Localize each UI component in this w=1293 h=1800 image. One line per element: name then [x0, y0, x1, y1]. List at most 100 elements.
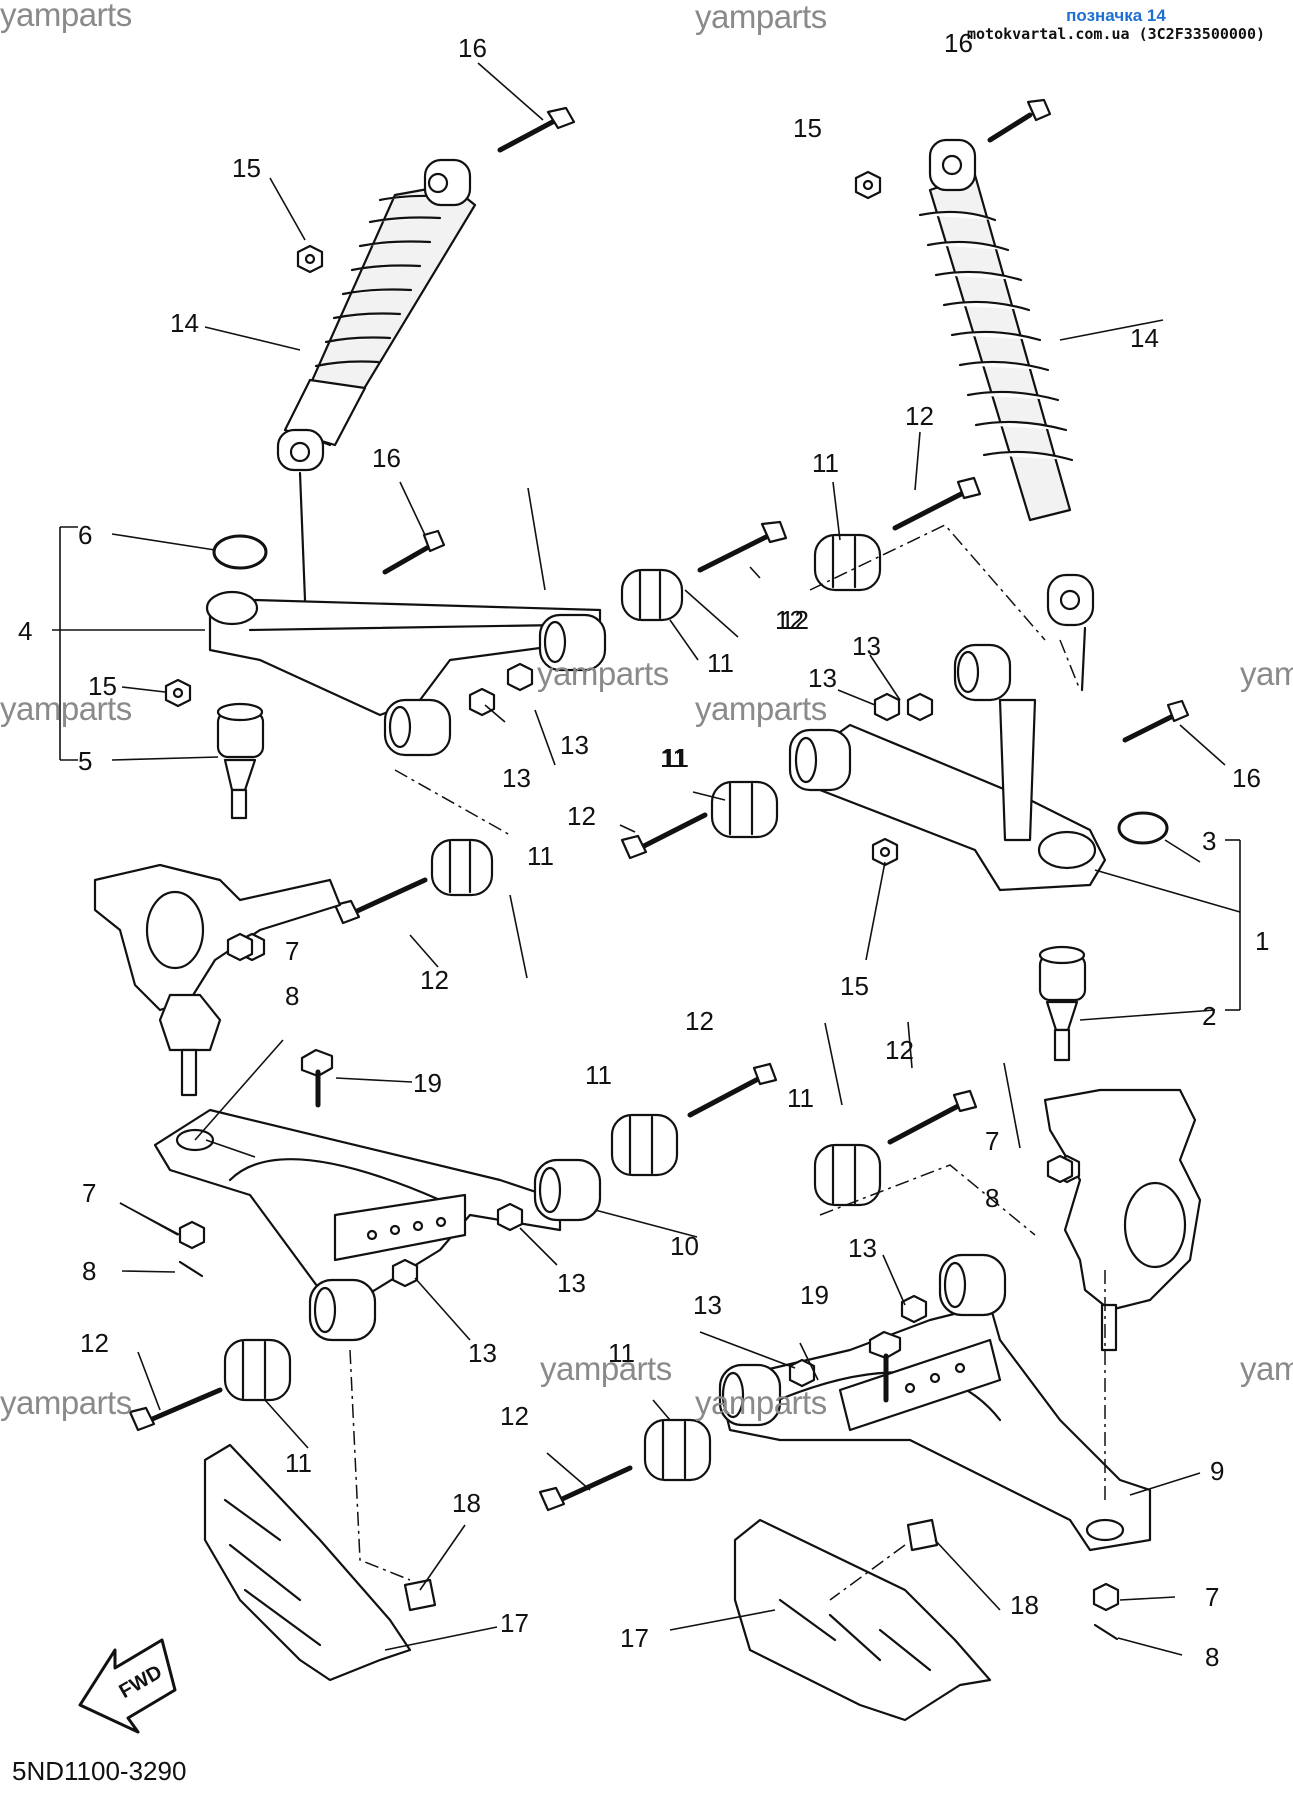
callout-12-lower-right-b: 12	[500, 1401, 529, 1431]
callout-8-left-knuckle: 8	[285, 981, 300, 1011]
callout-11-right-c: 11	[662, 743, 689, 773]
source-badge: позначка 14 motokvartal.com.ua (3C2F3350…	[967, 6, 1265, 43]
callout-15-right: 15	[840, 971, 869, 1001]
callout-11-lower-mid-left: 11	[527, 841, 554, 871]
nut-15-right	[871, 837, 899, 867]
callout-10: 10	[670, 1231, 699, 1261]
bushing-11-upper-right-a	[813, 533, 882, 592]
callout-18-left: 18	[452, 1488, 481, 1518]
bolt-12-lower-right-a	[887, 1089, 978, 1145]
lower-arm-right	[718, 1253, 1152, 1552]
nut-15-left	[164, 678, 192, 708]
bolt-19-left	[300, 1048, 334, 1108]
nut-15-top-left	[296, 244, 324, 274]
bolt-12-lower-right-b	[538, 1465, 633, 1512]
callout-18-right: 18	[1010, 1590, 1039, 1620]
nut-7-left-knuckle	[226, 932, 254, 962]
callout-4: 4	[18, 616, 33, 646]
callout-11-lower-left: 11	[285, 1448, 312, 1478]
callout-7-left-knuckle: 7	[285, 936, 300, 966]
bushing-11-lower-right-b	[643, 1418, 712, 1482]
bolt-12-upper-left-a	[697, 520, 788, 573]
nut-13-upper-right-a	[873, 692, 901, 722]
bushing-11-upper-left-b	[430, 838, 494, 897]
nut-7-right-knuckle	[1046, 1154, 1074, 1184]
callout-11-mid-right: 11	[660, 743, 687, 773]
circlip-3	[1117, 811, 1169, 845]
bolt-12-lower-left-a	[687, 1062, 778, 1118]
callout-19-left: 19	[413, 1068, 442, 1098]
upper-arm-left	[205, 590, 607, 757]
diagram-code: 5ND1100-3290	[12, 1756, 187, 1786]
callout-13-upper-left-b: 13	[502, 763, 531, 793]
callout-16-mid-right: 16	[1232, 763, 1261, 793]
watermark-lower-center-2: yamparts	[695, 1384, 827, 1421]
callout-14-right: 14	[1130, 323, 1159, 353]
bolt-12-lower-left-b	[128, 1387, 223, 1432]
callout-5: 5	[78, 746, 93, 776]
callout-15-top-right: 15	[793, 113, 822, 143]
callout-13-lower-center: 13	[557, 1268, 586, 1298]
upper-arm-right	[788, 643, 1107, 892]
ball-joint-2-right	[1038, 945, 1087, 1062]
callout-11-upper-left: 11	[707, 648, 734, 678]
callout-12-lower-right: 12	[885, 1035, 914, 1065]
callout-15-top-left: 15	[232, 153, 261, 183]
bolt-16-top-left	[497, 106, 576, 153]
nut-13-lower-left-b	[391, 1258, 419, 1288]
callout-15-left: 15	[88, 671, 117, 701]
callout-7-lower-left: 7	[82, 1178, 97, 1208]
bushing-11-lower-right-a	[813, 1143, 882, 1207]
nut-7-lower-right	[1092, 1582, 1120, 1612]
watermark-mid-left: yamparts	[0, 690, 132, 727]
callout-12-upper-right: 12	[905, 401, 934, 431]
callout-12-lower-center: 12	[685, 1006, 714, 1036]
callout-12-mid-right: 12	[780, 605, 809, 635]
steering-knuckle-right	[1043, 1088, 1202, 1352]
bolt-12-upper-right-b	[620, 812, 708, 860]
nut-13-upper-left-a	[468, 687, 496, 717]
bolt-19-right	[868, 1330, 902, 1403]
callout-13-upper-left-a: 13	[560, 730, 589, 760]
circlip-6	[212, 534, 268, 570]
callout-11-lower-right: 11	[787, 1083, 814, 1113]
watermark-mid-right: yamparts	[695, 690, 827, 727]
callout-12-right-c: 12	[567, 801, 596, 831]
callout-8-lower-right: 8	[1205, 1642, 1220, 1672]
alignment-lines	[349, 524, 1106, 1601]
arm-guard-17-right	[733, 1518, 992, 1722]
callout-17-left: 17	[500, 1608, 529, 1638]
callout-16-top-right: 16	[944, 28, 973, 58]
callout-12-lower-mid-left: 12	[420, 965, 449, 995]
callout-16-top-left: 16	[458, 33, 487, 63]
watermark-lower-left: yamparts	[0, 1384, 132, 1421]
callout-17-right: 17	[620, 1623, 649, 1653]
nut-13-lower-left-a	[496, 1202, 524, 1232]
callout-7-right-knuckle: 7	[985, 1126, 1000, 1156]
bolt-12-upper-right-a	[892, 476, 982, 531]
callout-13-lower-left: 13	[468, 1338, 497, 1368]
callout-11-upper-right: 11	[812, 448, 839, 478]
badge-title: позначка 14	[1066, 6, 1166, 25]
watermark-edge-right-1: yamparts	[1240, 655, 1293, 692]
callout-6: 6	[78, 520, 93, 550]
callout-9: 9	[1210, 1456, 1225, 1486]
bushing-11-upper-left-a	[620, 568, 684, 622]
bushing-11-lower-left-b	[223, 1338, 292, 1402]
bolt-12-upper-left-b	[333, 877, 428, 925]
clip-18-right	[906, 1518, 939, 1552]
callout-8-right-knuckle: 8	[985, 1183, 1000, 1213]
watermark-top-center: yamparts	[695, 0, 827, 35]
nut-13-upper-left-b	[506, 662, 534, 692]
bolt-16-mid-right	[1122, 699, 1190, 743]
callout-14-left: 14	[170, 308, 199, 338]
callout-19-right: 19	[800, 1280, 829, 1310]
watermark-top-left: yamparts	[0, 0, 132, 33]
callout-3: 3	[1202, 826, 1217, 856]
callout-16-mid-left: 16	[372, 443, 401, 473]
nut-13-lower-right-b	[788, 1358, 816, 1388]
bushing-11-lower-left-a	[610, 1113, 679, 1177]
arm-guard-17-left	[203, 1443, 412, 1682]
callout-11-lower-center: 11	[585, 1060, 612, 1090]
nut-15-top-right	[854, 170, 882, 200]
